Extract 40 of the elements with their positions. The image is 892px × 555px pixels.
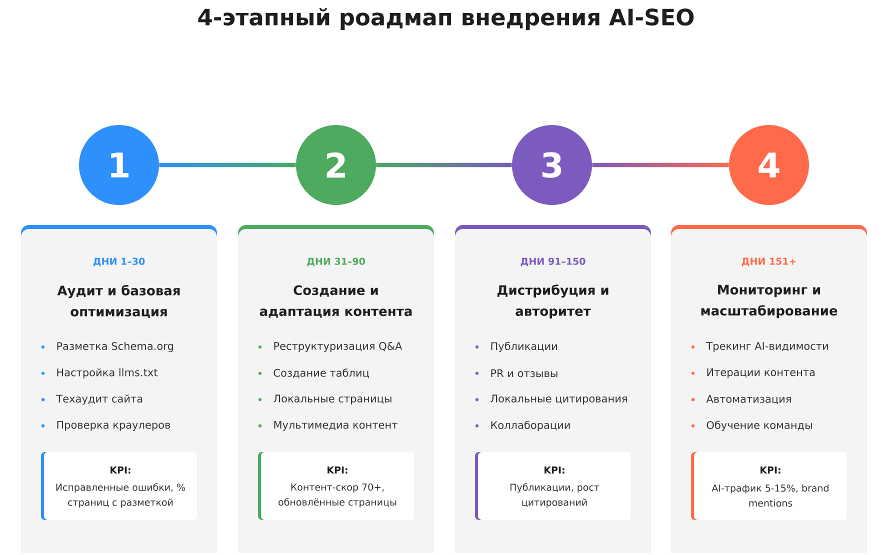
list-item: Обучение команды	[706, 420, 812, 432]
list-item: Разметка Schema.org	[57, 342, 173, 352]
kpi-label: KPI:	[760, 466, 780, 474]
kpi-box	[41, 452, 197, 520]
list-item: Проверка краулеров	[57, 420, 170, 431]
day-range: ДНИ 31–90	[307, 258, 365, 266]
day-range: ДНИ 1–30	[93, 258, 145, 266]
list-item: Мультимедиа контент	[274, 420, 398, 431]
kpi-text: Исправленные ошибки, % страниц с разметкой	[56, 483, 186, 508]
day-range: ДНИ 91–150	[520, 258, 586, 266]
list-item: Автоматизация	[706, 395, 791, 404]
day-range: ДНИ 151+	[742, 258, 796, 266]
connector-line	[376, 162, 512, 168]
kpi-box	[475, 452, 631, 520]
kpi-label: KPI:	[328, 466, 348, 474]
stage-title: Дистрибуция и авторитет	[497, 284, 608, 318]
list-item: Трекинг AI-видимости	[706, 342, 828, 352]
list-item: Локальные цитирования	[490, 394, 627, 405]
list-item: PR и отзывы	[491, 369, 558, 378]
list-item: Настройка llms.txt	[57, 368, 158, 378]
list-item: Реструктуризация Q&A	[274, 342, 402, 352]
list-item: Локальные страницы	[274, 394, 392, 405]
page-title: 4-этапный роадмап внедрения AI-SEO	[198, 8, 694, 30]
kpi-label: KPI:	[110, 466, 130, 474]
kpi-box	[258, 452, 414, 520]
connector-line	[159, 162, 296, 168]
connector-line	[592, 162, 729, 168]
list-item: Коллаборации	[491, 420, 570, 432]
kpi-label: KPI:	[544, 466, 564, 474]
kpi-text: Контент-скор 70+, обновлённые страницы	[278, 483, 396, 508]
stage-title: Создание и адаптация контента	[260, 285, 412, 318]
kpi-box	[691, 452, 847, 520]
list-item: Создание таблиц	[274, 368, 369, 378]
list-item: Публикации	[491, 342, 557, 352]
stage-title: Мониторинг и масштабирование	[701, 284, 838, 318]
stage-title: Аудит и базовая оптимизация	[57, 284, 180, 318]
kpi-text: Публикации, рост цитирований	[510, 483, 600, 508]
list-item: Итерации контента	[707, 368, 815, 378]
list-item: Техаудит сайта	[56, 394, 142, 405]
kpi-text: AI-трафик 5-15%, brand mentions	[712, 484, 828, 507]
